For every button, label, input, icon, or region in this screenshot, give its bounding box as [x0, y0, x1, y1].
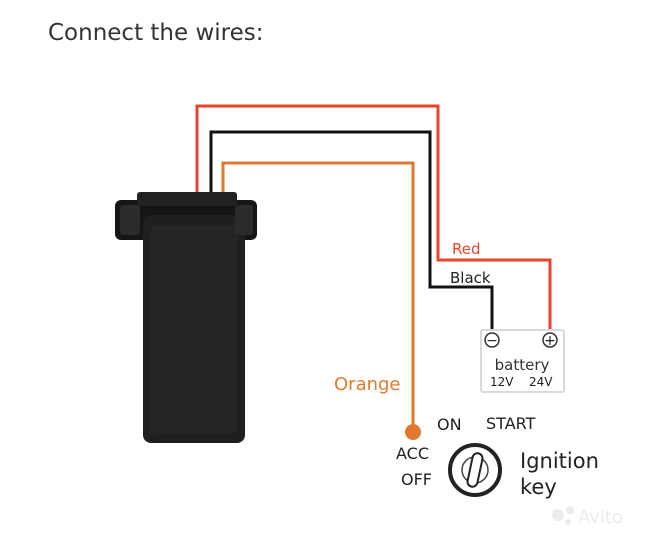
black-wire-label: Black: [450, 269, 491, 287]
red-wire: [195, 104, 552, 330]
orange-wire-label: Orange: [334, 374, 401, 395]
acc-connection-dot: [405, 424, 421, 440]
ignition-title-line1: Ignition: [520, 449, 599, 473]
battery-label: battery: [495, 356, 550, 374]
watermark-text: Avito: [578, 507, 623, 528]
black-wire: [209, 130, 494, 330]
red-wire-label: Red: [452, 240, 481, 258]
gps-tracker-icon: [115, 192, 257, 443]
battery-voltage-24: 24V: [529, 375, 553, 389]
battery-voltage-12: 12V: [490, 375, 514, 389]
negative-symbol: −: [486, 333, 498, 349]
battery-positive-terminal: [542, 332, 558, 348]
page-title: Connect the wires:: [48, 20, 264, 46]
ignition-acc-label: ACC: [396, 444, 429, 463]
ignition-start-label: START: [486, 414, 536, 433]
ignition-on-label: ON: [437, 415, 462, 434]
battery: − + battery 12V 24V: [480, 329, 565, 393]
watermark: Avito: [552, 506, 623, 528]
battery-negative-terminal: [484, 332, 500, 348]
positive-symbol: +: [544, 333, 556, 349]
orange-wire: [221, 161, 415, 430]
ignition-off-label: OFF: [401, 470, 432, 489]
ignition-switch: [448, 443, 502, 497]
ignition-title-line2: key: [520, 475, 557, 499]
